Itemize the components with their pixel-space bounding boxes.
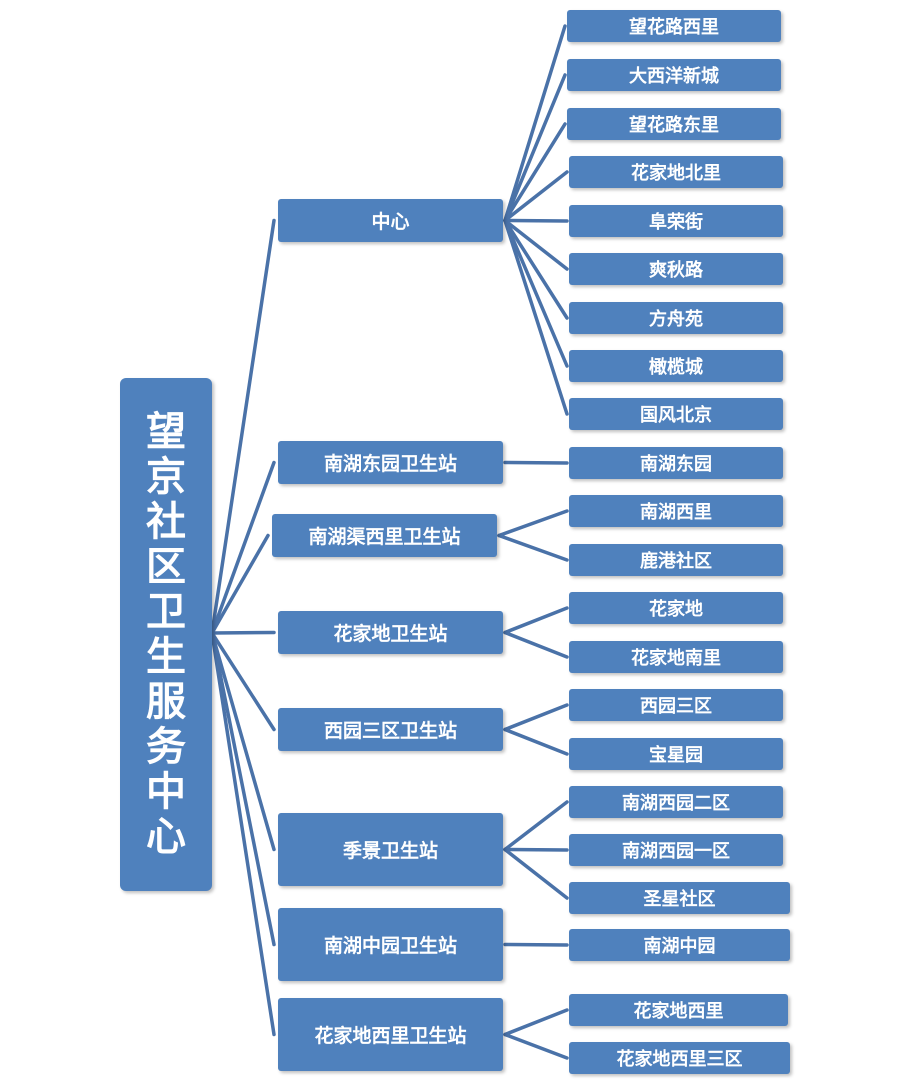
station-node: 西园三区卫生站 — [278, 708, 503, 751]
station-to-community-line — [497, 533, 569, 562]
root-to-station-line — [210, 631, 276, 947]
station-node: 南湖东园卫生站 — [278, 441, 503, 484]
station-to-community-line — [503, 24, 567, 223]
station-to-community-line — [497, 509, 569, 538]
station-to-community-line — [503, 847, 569, 900]
root-to-station-line — [210, 460, 276, 635]
community-node: 望花路东里 — [567, 108, 781, 140]
station-node: 南湖中园卫生站 — [278, 908, 503, 981]
station-to-community-line — [503, 218, 569, 320]
root-to-station-line — [210, 218, 276, 635]
community-node: 宝星园 — [569, 738, 783, 770]
station-to-community-line — [503, 606, 569, 635]
station-to-community-line — [503, 800, 569, 852]
community-node: 南湖西园一区 — [569, 834, 783, 866]
station-node: 花家地卫生站 — [278, 611, 503, 654]
station-to-community-line — [503, 170, 569, 223]
station-to-community-line — [503, 218, 569, 223]
station-to-community-line — [503, 1032, 569, 1060]
station-to-community-line — [503, 122, 567, 223]
community-node: 橄榄城 — [569, 350, 783, 382]
root-node: 望京社区卫生服务中心 — [120, 378, 212, 891]
station-to-community-line — [503, 703, 569, 732]
root-to-station-line — [210, 631, 276, 732]
community-node: 西园三区 — [569, 689, 783, 721]
community-node: 大西洋新城 — [567, 59, 781, 91]
community-node: 方舟苑 — [569, 302, 783, 334]
community-node: 花家地北里 — [569, 156, 783, 188]
station-node: 南湖渠西里卫生站 — [272, 514, 497, 557]
community-node: 南湖西里 — [569, 495, 783, 527]
community-node: 国风北京 — [569, 398, 783, 430]
community-node: 南湖东园 — [569, 447, 783, 479]
root-to-station-line — [210, 630, 276, 635]
station-node: 中心 — [278, 199, 503, 242]
station-node: 季景卫生站 — [278, 813, 503, 886]
station-to-community-line — [503, 942, 569, 947]
community-node: 南湖西园二区 — [569, 786, 783, 818]
station-to-community-line — [503, 727, 569, 756]
station-to-community-line — [503, 1008, 569, 1037]
station-to-community-line — [503, 218, 569, 416]
community-node: 望花路西里 — [567, 10, 781, 42]
community-node: 鹿港社区 — [569, 544, 783, 576]
root-to-station-line — [210, 533, 270, 635]
station-to-community-line — [503, 73, 567, 223]
community-node: 花家地南里 — [569, 641, 783, 673]
station-to-community-line — [503, 218, 569, 368]
station-node: 花家地西里卫生站 — [278, 998, 503, 1071]
community-node: 南湖中园 — [569, 929, 790, 961]
station-to-community-line — [503, 460, 569, 465]
station-to-community-line — [503, 630, 569, 659]
root-to-station-line — [210, 631, 276, 852]
community-node: 花家地西里三区 — [569, 1042, 790, 1074]
community-node: 阜荣街 — [569, 205, 783, 237]
community-node: 圣星社区 — [569, 882, 790, 914]
root-to-station-line — [210, 631, 276, 1037]
community-node: 花家地西里 — [569, 994, 788, 1026]
community-node: 爽秋路 — [569, 253, 783, 285]
root-label: 望京社区卫生服务中心 — [146, 408, 186, 860]
station-to-community-line — [503, 218, 569, 271]
community-node: 花家地 — [569, 592, 783, 624]
station-to-community-line — [503, 847, 569, 852]
